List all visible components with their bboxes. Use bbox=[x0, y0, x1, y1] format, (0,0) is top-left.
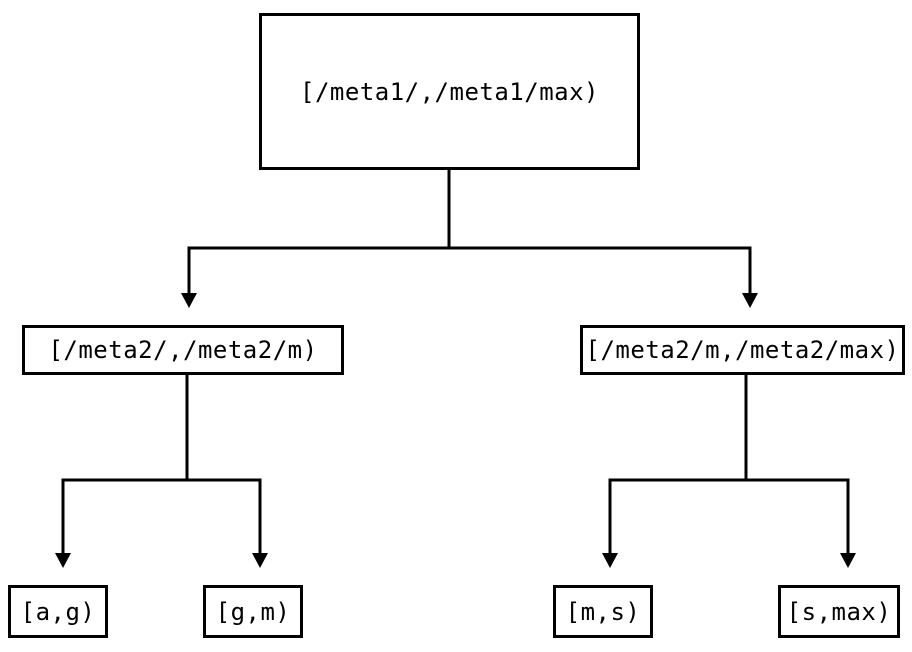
node-left-interval: [/meta2/,/meta2/m) bbox=[22, 325, 344, 375]
arrowhead-down-icon bbox=[181, 293, 197, 308]
node-leaf-ms: [m,s) bbox=[553, 585, 653, 638]
node-right-interval: [/meta2/m,/meta2/max) bbox=[580, 325, 905, 375]
arrowhead-down-icon bbox=[742, 293, 758, 308]
edge-left-branch bbox=[61, 478, 262, 553]
edge-right-branch bbox=[608, 478, 850, 553]
node-leaf-ag: [a,g) bbox=[8, 585, 108, 638]
arrowhead-down-icon bbox=[252, 553, 268, 568]
node-root-interval: [/meta1/,/meta1/max) bbox=[259, 13, 640, 170]
edge-root-branch bbox=[187, 246, 752, 293]
node-leaf-gm: [g,m) bbox=[203, 585, 303, 638]
node-leaf-smax: [s,max) bbox=[778, 585, 900, 638]
arrowhead-down-icon bbox=[840, 553, 856, 568]
arrowhead-down-icon bbox=[55, 553, 71, 568]
arrowhead-down-icon bbox=[602, 553, 618, 568]
